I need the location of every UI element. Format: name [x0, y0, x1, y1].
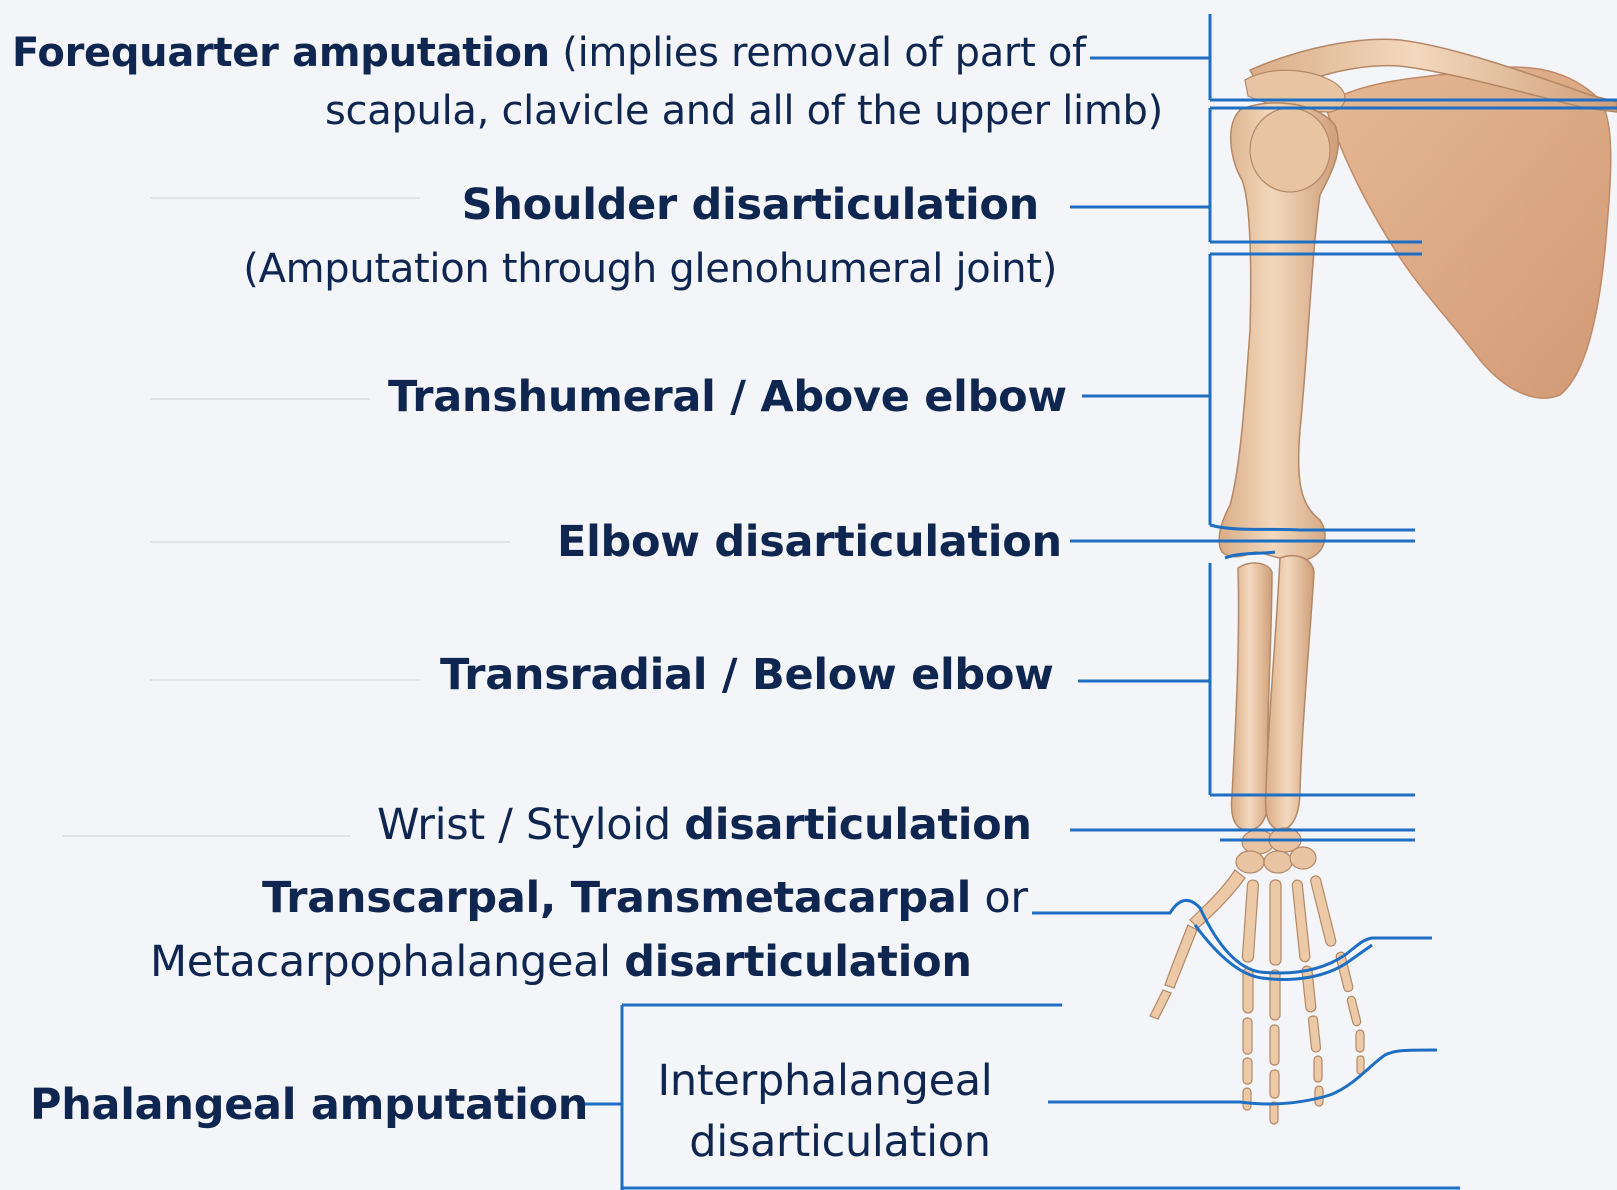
- shoulder-note-text: (Amputation through glenohumeral joint): [243, 246, 1057, 292]
- transradial-text: Transradial / Below elbow: [440, 650, 1054, 700]
- forequarter-label-line1: Forequarter amputation (implies removal …: [12, 28, 1086, 78]
- phalangeal-label: Phalangeal amputation: [30, 1080, 588, 1130]
- interphalangeal-text-1: Interphalangeal: [658, 1056, 993, 1106]
- transcarpal-text-bold: Transcarpal, Transmetacarpal: [262, 873, 971, 923]
- carpals: [1236, 828, 1316, 873]
- interphalangeal-label-line1: Interphalangeal: [645, 1056, 1005, 1106]
- transcarpal-text-or: or: [971, 873, 1028, 923]
- elbow-label: Elbow disarticulation: [557, 517, 1062, 567]
- ulna: [1266, 556, 1314, 830]
- interphalangeal-label-line2: disarticulation: [660, 1117, 1020, 1167]
- forequarter-note-line1: (implies removal of part of: [550, 30, 1086, 76]
- wrist-label: Wrist / Styloid disarticulation: [377, 800, 1032, 850]
- metacarpophalangeal-text: Metacarpophalangeal: [150, 937, 624, 987]
- transcarpal-disarticulation-text: disarticulation: [624, 937, 971, 987]
- phalangeal-text: Phalangeal amputation: [30, 1080, 588, 1130]
- forequarter-title: Forequarter amputation: [12, 30, 550, 76]
- transradial-label: Transradial / Below elbow: [440, 650, 1054, 700]
- wrist-text-normal: Wrist / Styloid: [377, 800, 671, 850]
- transcarpal-label-line2: Metacarpophalangeal disarticulation: [150, 937, 972, 987]
- forequarter-label-line2: scapula, clavicle and all of the upper l…: [325, 86, 1163, 136]
- hand-bones: [1150, 870, 1364, 1124]
- shoulder-title-text: Shoulder disarticulation: [462, 180, 1039, 230]
- elbow-text: Elbow disarticulation: [557, 517, 1062, 567]
- transcarpal-label-line1: Transcarpal, Transmetacarpal or: [262, 873, 1028, 923]
- scapula: [1325, 67, 1611, 398]
- shoulder-label-note: (Amputation through glenohumeral joint): [243, 244, 1057, 294]
- humeral-head: [1250, 108, 1330, 192]
- skeleton-illustration: [1150, 39, 1617, 1124]
- wrist-text-bold: disarticulation: [684, 800, 1031, 850]
- shoulder-label-title: Shoulder disarticulation: [462, 180, 1039, 230]
- transhumeral-label: Transhumeral / Above elbow: [388, 372, 1067, 422]
- forequarter-note-line2: scapula, clavicle and all of the upper l…: [325, 88, 1163, 134]
- transhumeral-text: Transhumeral / Above elbow: [388, 372, 1067, 422]
- interphalangeal-text-2: disarticulation: [689, 1117, 991, 1167]
